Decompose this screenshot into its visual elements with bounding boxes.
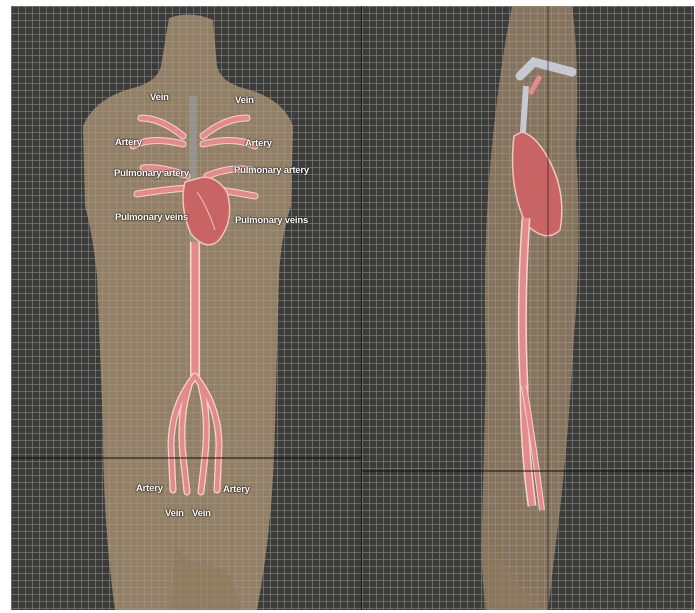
label-artery-left: Artery [115, 137, 142, 148]
label-leg-vein-right: Vein [192, 508, 211, 519]
label-leg-artery-left: Artery [136, 483, 163, 494]
torso-silhouette [83, 14, 293, 610]
body-side-silhouette [482, 6, 579, 610]
label-leg-vein-left: Vein [165, 508, 184, 519]
front-view-panel: Vein Vein Artery Artery Pulmonary artery… [11, 6, 361, 610]
side-view-render [362, 6, 694, 610]
label-pulmonary-artery-left: Pulmonary artery [114, 168, 189, 179]
label-vein-left: Vein [150, 92, 169, 103]
label-pulmonary-veins-right: Pulmonary veins [235, 215, 308, 226]
side-view-panel [361, 6, 694, 610]
front-view-render [11, 6, 361, 610]
label-artery-right: Artery [245, 138, 272, 149]
label-pulmonary-veins-left: Pulmonary veins [115, 212, 188, 223]
label-leg-artery-right: Artery [223, 484, 250, 495]
label-pulmonary-artery-right: Pulmonary artery [234, 165, 309, 176]
label-vein-right: Vein [235, 95, 254, 106]
